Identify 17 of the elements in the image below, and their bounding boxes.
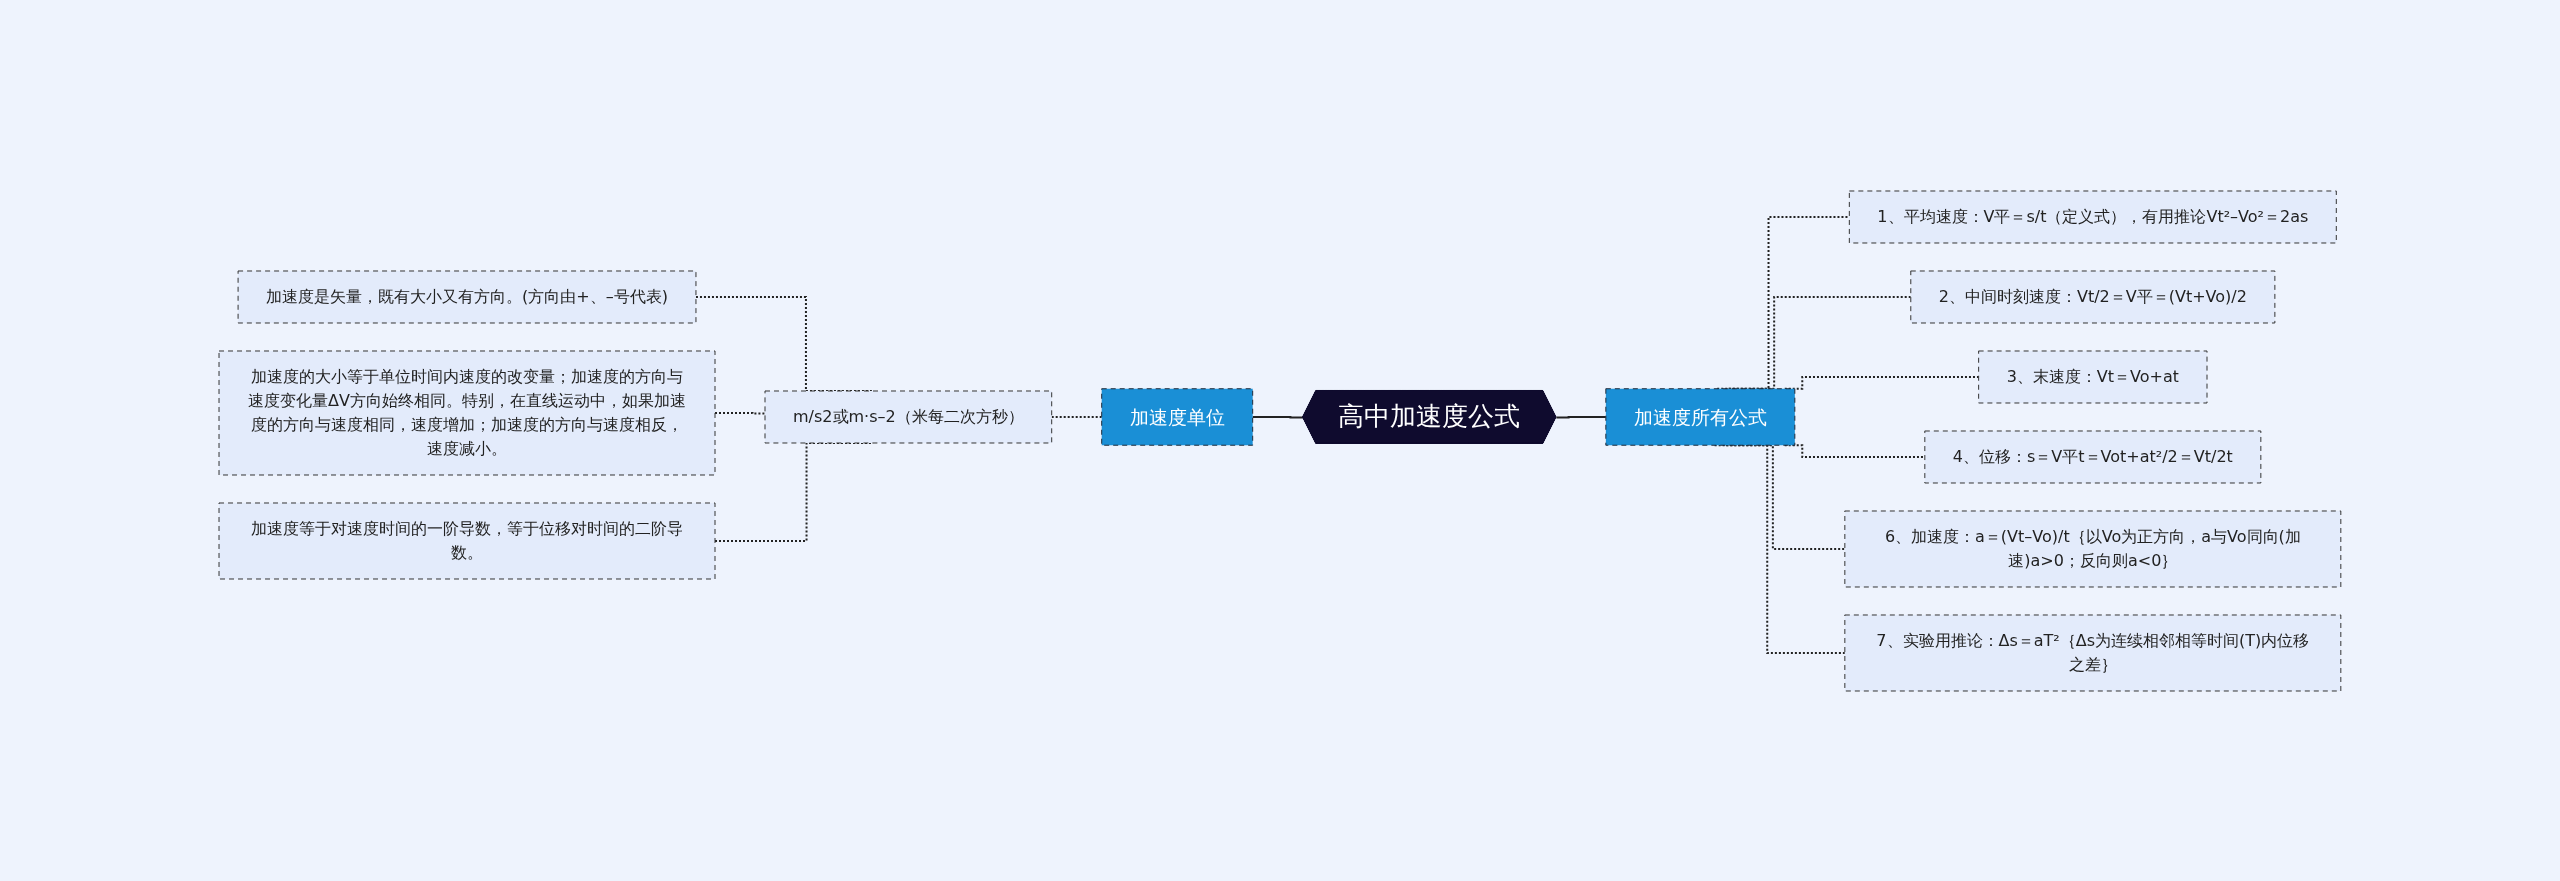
node-box: 6、加速度：a＝(Vt–Vo)/t｛以Vo为正方向，a与Vo同向(加速)a>0；反向则a<0｝ (1844, 510, 2342, 587)
node-box: 2、中间时刻速度：Vt/2＝V平＝(Vt+Vo)/2 (1910, 270, 2276, 323)
connector (1555, 415, 1607, 418)
node-box: 加速度是矢量，既有大小又有方向。(方向由+、–号代表) (237, 270, 697, 323)
node-box: 加速度单位 (1101, 387, 1254, 446)
node-box: 1、平均速度：V平＝s/t（定义式），有用推论Vt²–Vo²＝2as (1848, 190, 2337, 243)
connector (1713, 443, 1846, 654)
node-box: m/s2或m·s–2（米每二次方秒） (764, 390, 1053, 443)
node-box: 加速度所有公式 (1605, 387, 1796, 446)
node-box: 4、位移：s＝V平t＝Vot+at²/2＝Vt/2t (1924, 430, 2262, 483)
node-box: 3、末速度：Vt＝Vo+at (1978, 350, 2208, 403)
node-box: 7、实验用推论：Δs＝aT²｛Δs为连续相邻相等时间(T)内位移之差｝ (1844, 614, 2342, 691)
node-box: 加速度等于对速度时间的一阶导数，等于位移对时间的二阶导数。 (218, 502, 716, 579)
connector (1251, 415, 1305, 418)
connector (1725, 443, 1846, 550)
connector (1050, 415, 1103, 418)
node-box: 加速度的大小等于单位时间内速度的改变量；加速度的方向与速度变化量ΔV方向始终相同。特别，在直线运动中，如果加速度的方向与速度相同，速度增加；加速度的方向与速度相反，速度减小。 (218, 350, 716, 475)
